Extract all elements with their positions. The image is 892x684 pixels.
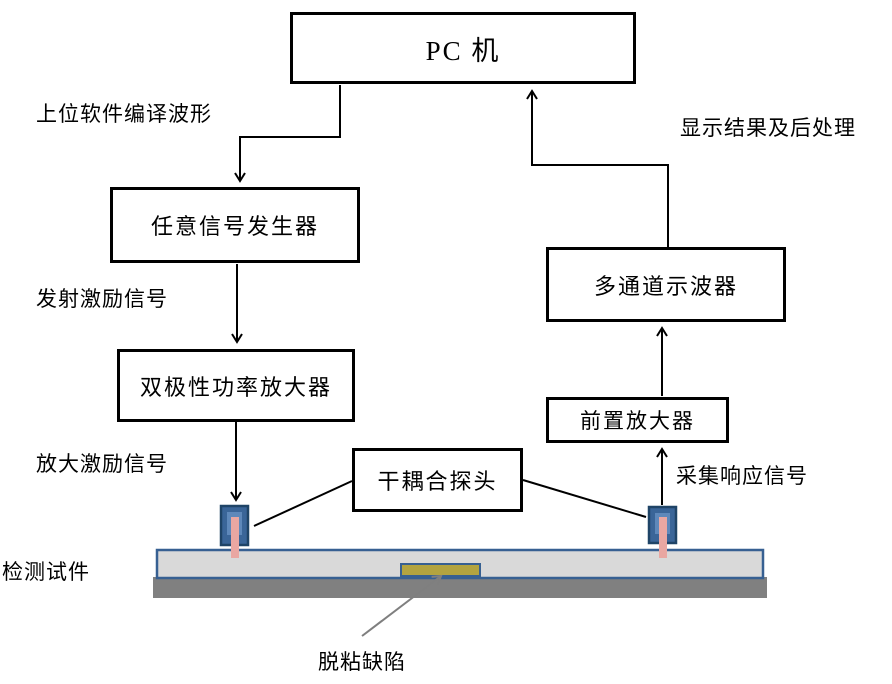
signal-generator-label: 任意信号发生器 <box>150 214 319 239</box>
left-probe-rod <box>231 517 239 558</box>
dry-coupling-probe-label: 干耦合探头 <box>377 469 498 494</box>
acquire-signal-label: 采集响应信号 <box>676 464 808 488</box>
power-amplifier-box: 双极性功率放大器 <box>117 349 355 422</box>
specimen-bottom-layer <box>153 577 767 598</box>
specimen-label: 检测试件 <box>2 560 90 584</box>
amplified-signal-label: 放大激励信号 <box>36 452 168 476</box>
arrow-pc-to-signal-generator <box>234 85 341 183</box>
probe-callout-line-left <box>253 480 353 527</box>
power-amplifier-label: 双极性功率放大器 <box>139 374 332 400</box>
pc-box: PC 机 <box>290 12 636 84</box>
debond-defect-strip <box>401 564 480 576</box>
oscilloscope-box: 多通道示波器 <box>546 247 786 322</box>
display-results-label: 显示结果及后处理 <box>680 116 856 140</box>
defect-label: 脱粘缺陷 <box>318 650 406 674</box>
preamplifier-box: 前置放大器 <box>546 397 729 443</box>
pc-box-label: PC 机 <box>425 35 501 66</box>
right-probe-rod <box>659 517 667 558</box>
defect-pointer-arrow <box>361 574 443 637</box>
oscilloscope-label: 多通道示波器 <box>593 273 738 299</box>
probe-callout-line-right <box>522 479 647 518</box>
arrow-oscilloscope-to-pc <box>526 89 669 247</box>
preamplifier-label: 前置放大器 <box>580 409 695 433</box>
transmit-signal-label: 发射激励信号 <box>36 287 168 311</box>
signal-generator-box: 任意信号发生器 <box>110 187 360 263</box>
dry-coupling-probe-box: 干耦合探头 <box>352 448 523 512</box>
compile-waveform-label: 上位软件编译波形 <box>36 102 212 126</box>
specimen-top-layer-border <box>155 548 765 580</box>
